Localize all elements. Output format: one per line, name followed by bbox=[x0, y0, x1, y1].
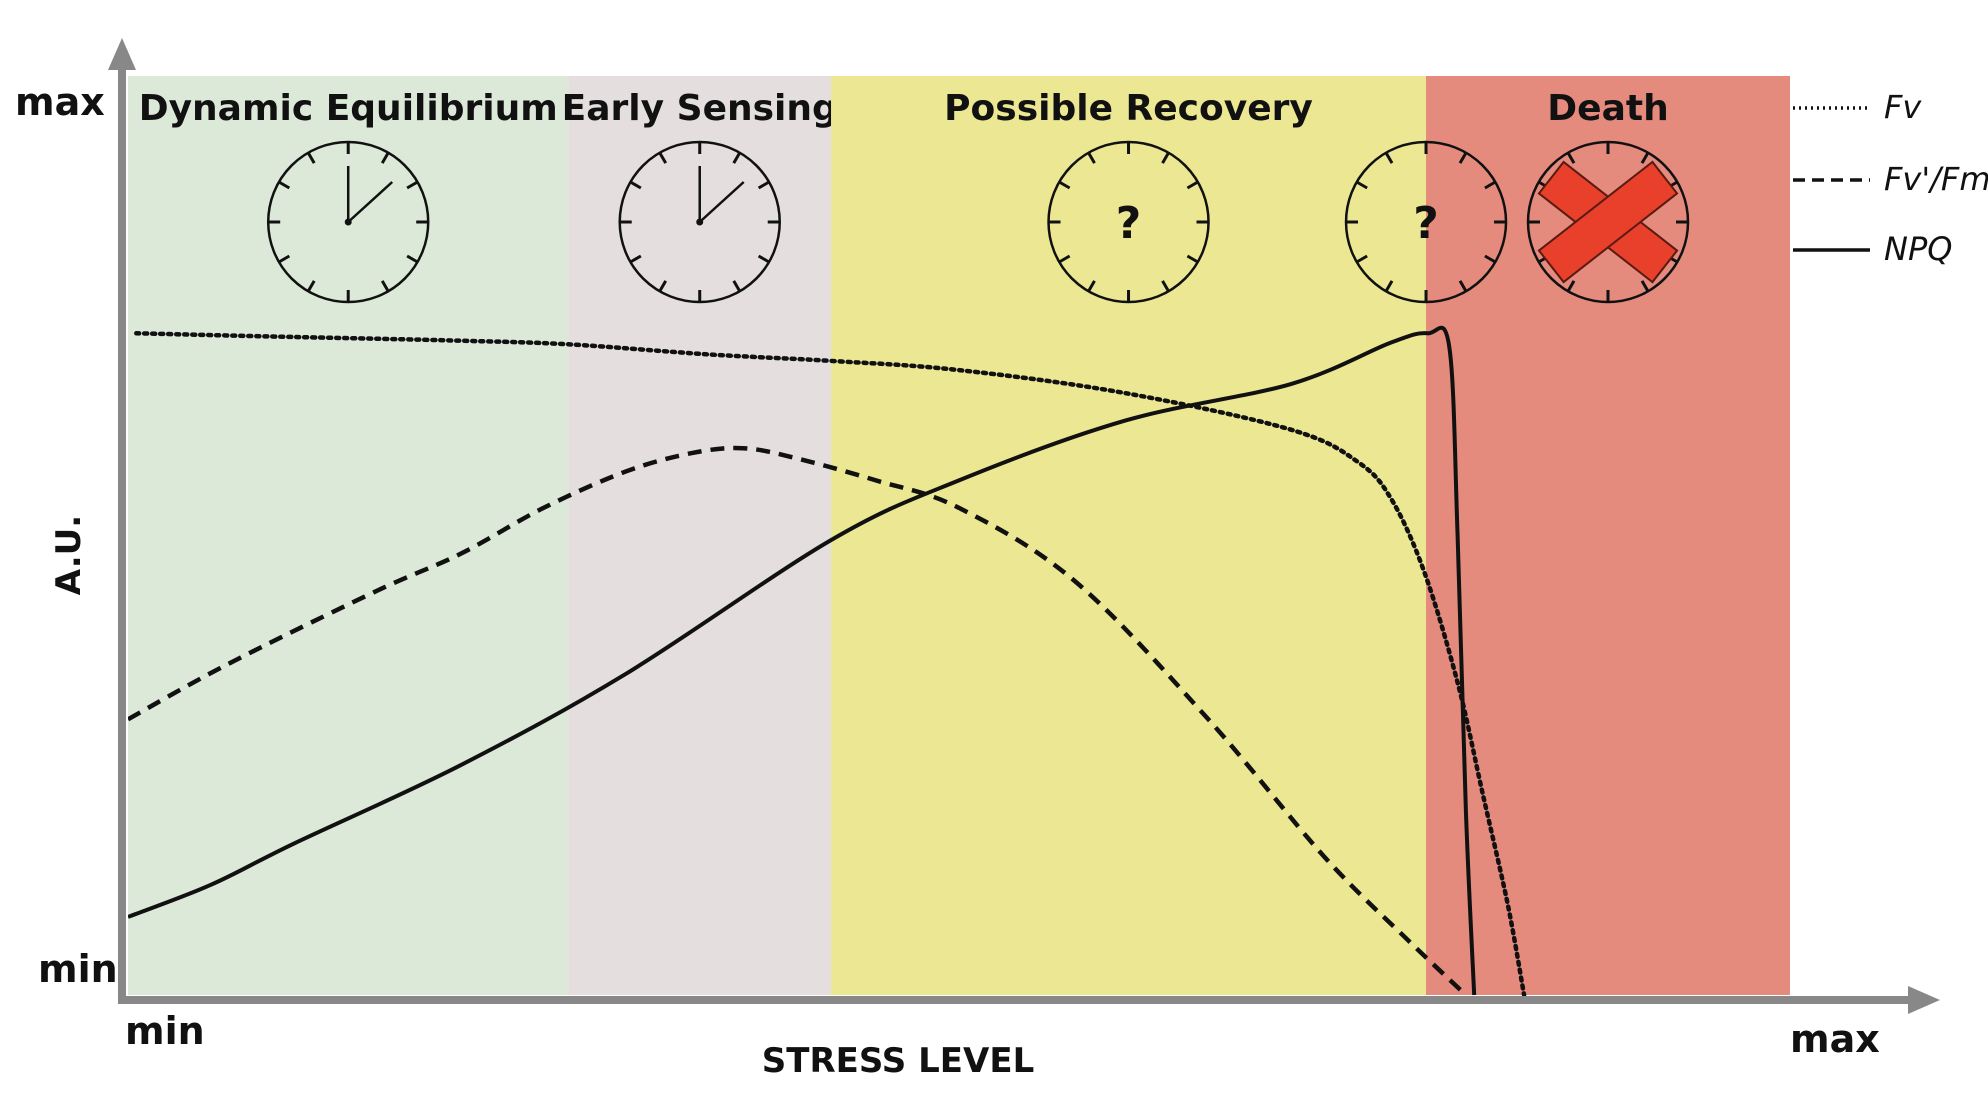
death-cross-icon bbox=[1537, 160, 1679, 284]
legend-label-fv: Fv bbox=[1884, 88, 1922, 126]
zone-label-possible-recovery: Possible Recovery bbox=[944, 88, 1313, 129]
clock-boundary-icon-marker: ? bbox=[1413, 198, 1439, 249]
clock-boundary-icon: ? bbox=[1344, 140, 1508, 304]
x-axis-arrow bbox=[1908, 986, 1940, 1014]
x-axis-title: STRESS LEVEL bbox=[762, 1041, 1034, 1081]
y-axis-arrow bbox=[108, 38, 136, 70]
zone-possible-recovery bbox=[831, 76, 1427, 995]
clock-possible-recovery-icon: ? bbox=[1047, 140, 1210, 304]
series-fv-fm bbox=[128, 445, 1468, 997]
series-fv bbox=[134, 331, 1527, 998]
zone-dynamic-equilibrium bbox=[128, 76, 569, 995]
y-max-label: max bbox=[15, 80, 105, 124]
series-layer bbox=[128, 325, 1527, 998]
zone-label-death: Death bbox=[1547, 88, 1668, 129]
series-npq bbox=[128, 325, 1477, 996]
legend-label-npq: NPQ bbox=[1884, 230, 1952, 268]
x-min-label: min bbox=[125, 1009, 205, 1053]
axes-layer: max min min max STRESS LEVEL A.U. bbox=[15, 38, 1940, 1081]
clock-early-sensing-icon bbox=[618, 140, 781, 304]
clocks-layer: ?? bbox=[266, 140, 1690, 304]
legend-label-fv-fm: Fv'/Fm' bbox=[1884, 160, 1988, 198]
zone-label-early-sensing: Early Sensing bbox=[562, 88, 838, 129]
zone-label-dynamic-equilibrium: Dynamic Equilibrium bbox=[139, 88, 558, 129]
y-min-label: min bbox=[38, 947, 118, 991]
clock-death-icon bbox=[1526, 140, 1690, 304]
clock-dynamic-equilibrium-icon bbox=[266, 140, 430, 304]
x-max-label: max bbox=[1790, 1017, 1880, 1061]
zone-early-sensing bbox=[568, 76, 832, 995]
y-axis-title: A.U. bbox=[49, 515, 89, 595]
clock-possible-recovery-icon-marker: ? bbox=[1116, 198, 1142, 249]
